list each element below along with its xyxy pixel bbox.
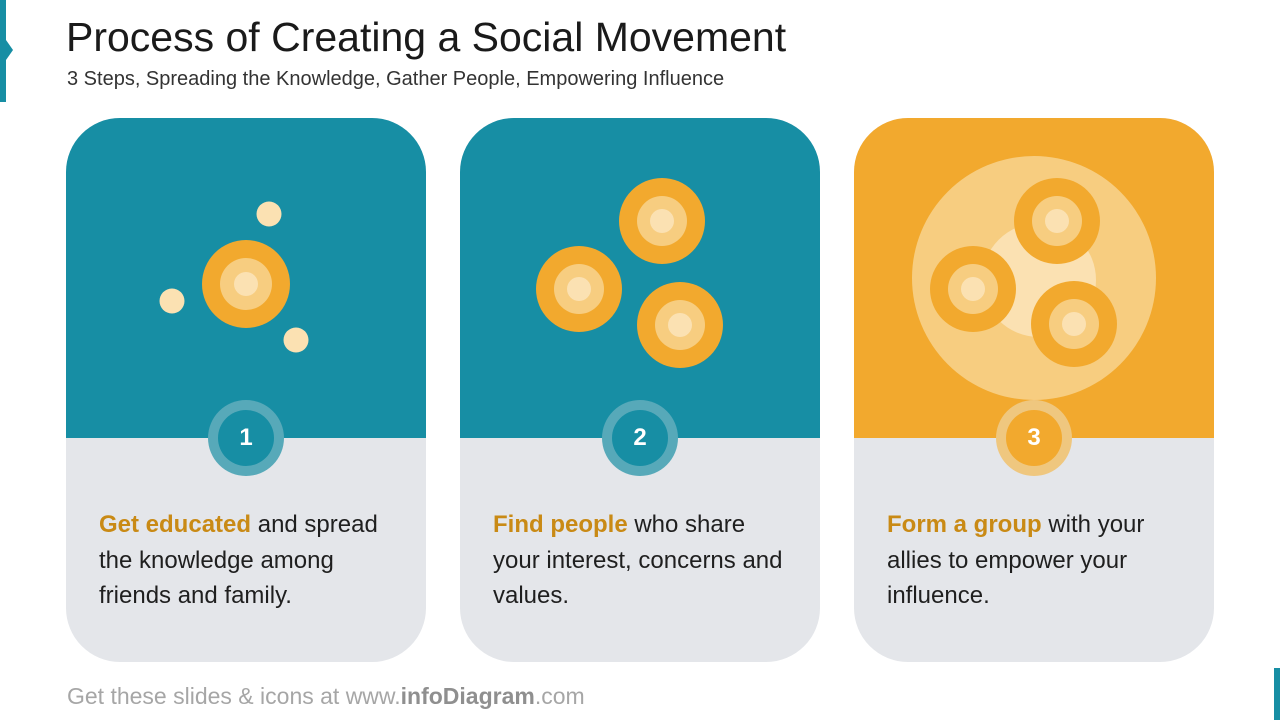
single-person-spreading-icon <box>159 201 309 353</box>
step-badge-2: 2 <box>602 400 678 476</box>
step-number-2: 2 <box>612 410 668 466</box>
step-text-3: with your allies to empower your influen… <box>887 511 1145 609</box>
step-text-2: who share your interest, concerns and va… <box>493 511 783 609</box>
footer-prefix: Get these slides & icons at www. <box>67 683 401 709</box>
step-highlight-1: Get educated <box>99 511 252 538</box>
step-number-1: 1 <box>218 410 274 466</box>
footer-suffix: .com <box>534 683 585 709</box>
page-title: Process of Creating a Social Movement <box>66 14 787 60</box>
right-edge-accent <box>1274 668 1280 720</box>
step-description-2: Find people who share your interest, con… <box>493 507 793 614</box>
step-card-3: 3 Form a group with your allies to empow… <box>854 118 1214 662</box>
page-subtitle: 3 Steps, Spreading the Knowledge, Gather… <box>67 68 725 90</box>
step-description-3: Form a group with your allies to empower… <box>887 507 1187 614</box>
step-card-1: 1 Get educated and spread the knowledge … <box>66 118 426 662</box>
left-edge-accent <box>0 0 6 102</box>
step-badge-3: 3 <box>996 400 1072 476</box>
footer-brand: infoDiagram <box>400 683 535 709</box>
step-description-1: Get educated and spread the knowledge am… <box>99 507 399 614</box>
footer-credit: Get these slides & icons at www.infoDiag… <box>67 683 585 710</box>
left-edge-notch <box>6 40 13 60</box>
group-circle-icon <box>912 156 1156 400</box>
three-people-icon <box>536 178 723 368</box>
step-card-2-top <box>460 118 820 438</box>
step-card-2: 2 Find people who share your interest, c… <box>460 118 820 662</box>
step-highlight-3: Form a group <box>887 511 1042 538</box>
step-number-3: 3 <box>1006 410 1062 466</box>
step-text-1: and spread the knowledge among friends a… <box>99 511 378 609</box>
step-badge-1: 1 <box>208 400 284 476</box>
step-highlight-2: Find people <box>493 511 628 538</box>
